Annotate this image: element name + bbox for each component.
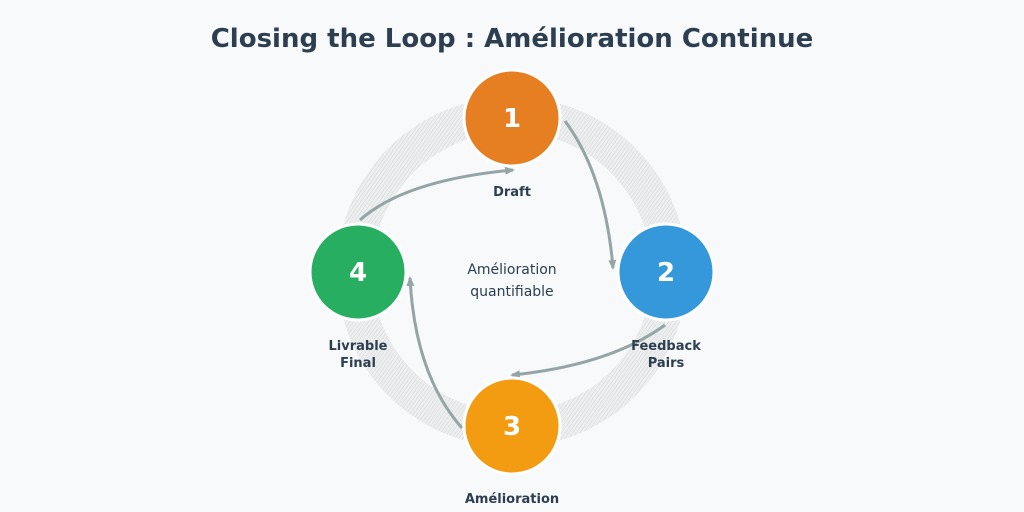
step-circle-1 xyxy=(462,68,562,168)
flow-arrow-1-to-2 xyxy=(563,120,617,270)
flow-arrow-3-to-4 xyxy=(406,276,464,429)
step-number-1: 1 xyxy=(503,104,521,134)
step-circle-3 xyxy=(462,376,562,476)
flow-arrow-2-to-3 xyxy=(510,323,666,379)
step-circle-2 xyxy=(616,222,716,322)
step-circle-4 xyxy=(308,222,408,322)
step-label-4-line-1: Livrable xyxy=(329,339,388,354)
center-text-line-1: Amélioration xyxy=(467,262,556,278)
step-number-2: 2 xyxy=(657,258,675,288)
flow-arrow-4-to-1 xyxy=(359,166,515,222)
diagram-title: Closing the Loop : Amélioration Continue xyxy=(210,24,814,54)
step-number-3: 3 xyxy=(503,412,521,442)
step-label-4-line-2: Final xyxy=(340,356,376,371)
step-label-3-line-1: Amélioration xyxy=(465,492,559,507)
step-label-2-line-2: Pairs xyxy=(648,356,685,371)
step-number-4: 4 xyxy=(349,258,367,288)
step-label-2-line-1: Feedback xyxy=(631,339,701,354)
center-text-line-2: quantifiable xyxy=(470,284,553,300)
step-label-1-line-1: Draft xyxy=(493,185,531,200)
